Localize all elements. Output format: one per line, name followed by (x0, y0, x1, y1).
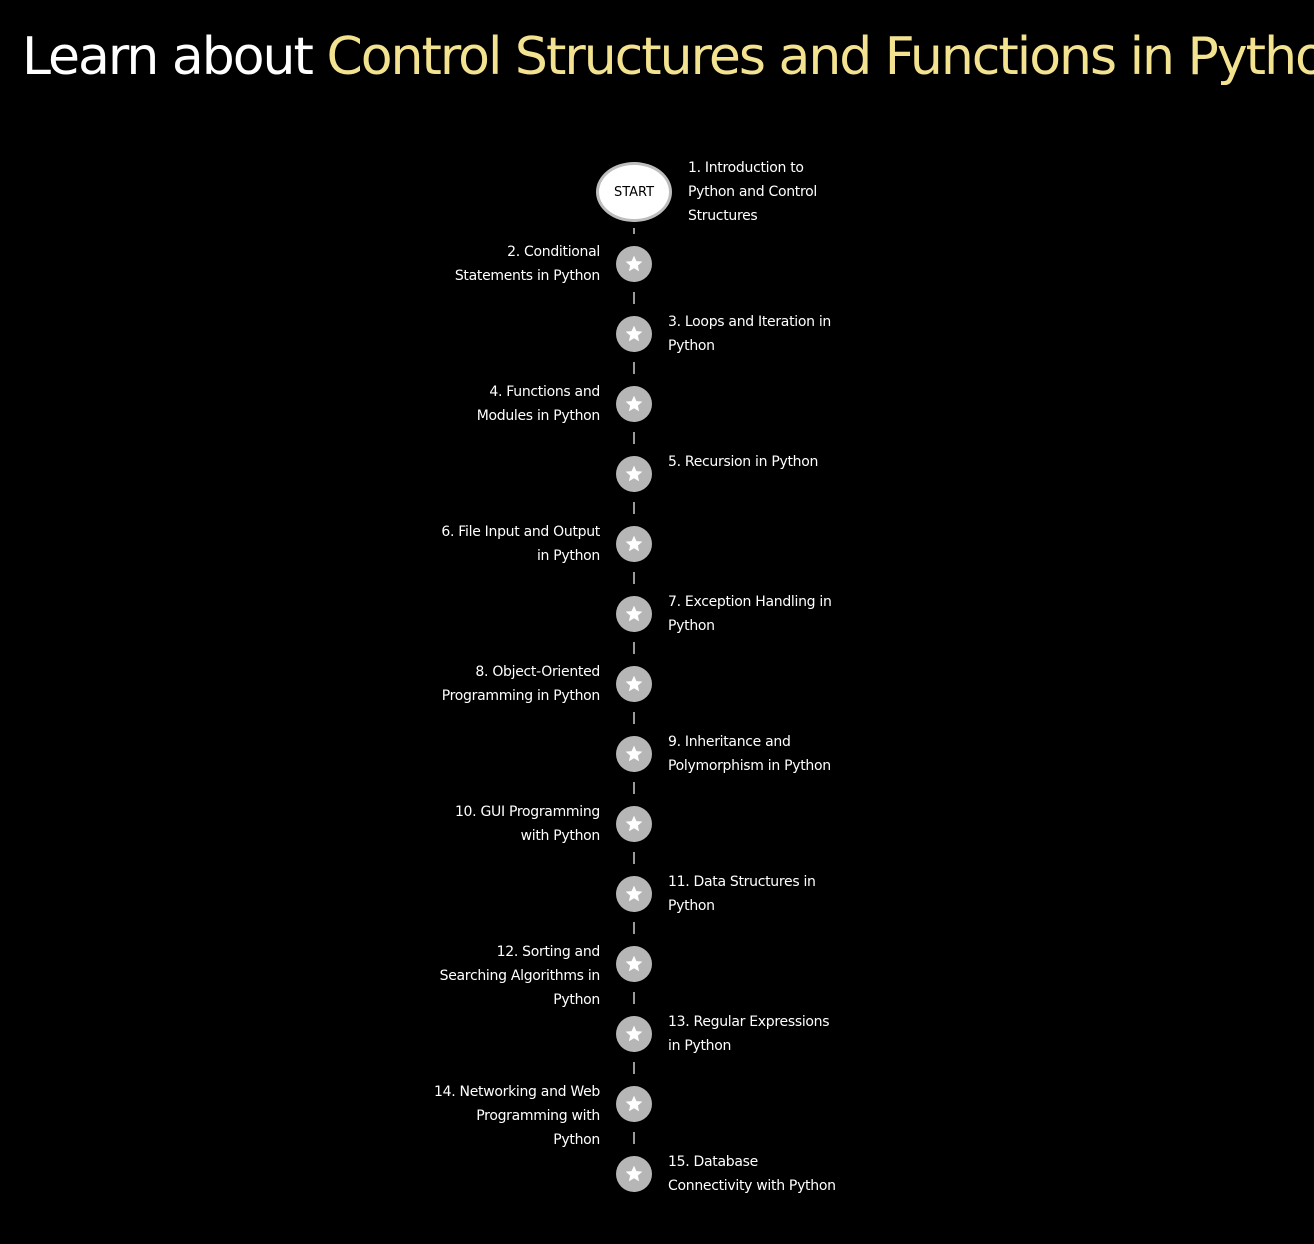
step-node-2[interactable] (616, 246, 652, 282)
step-node-12[interactable] (616, 946, 652, 982)
step-label-15[interactable]: 15. Database Connectivity with Python (668, 1154, 836, 1194)
step-label-1[interactable]: 1. Introduction to Python and Control St… (688, 160, 817, 224)
star-icon (625, 745, 643, 762)
step-node-7[interactable] (616, 596, 652, 632)
star-icon (625, 815, 643, 832)
page-title: Learn about Control Structures and Funct… (22, 22, 1314, 92)
connector (633, 642, 635, 654)
connector (633, 852, 635, 864)
step-label-14[interactable]: 14. Networking and Web Programming with … (434, 1084, 600, 1148)
step-node-10[interactable] (616, 806, 652, 842)
step-node-4[interactable] (616, 386, 652, 422)
step-label-7[interactable]: 7. Exception Handling in Python (668, 594, 832, 634)
connector (633, 292, 635, 304)
connector (633, 228, 635, 234)
step-label-6[interactable]: 6. File Input and Output in Python (441, 524, 600, 564)
connector (633, 432, 635, 444)
step-label-8[interactable]: 8. Object-Oriented Programming in Python (441, 664, 601, 704)
star-icon (625, 885, 643, 902)
connector (633, 572, 635, 584)
step-node-6[interactable] (616, 526, 652, 562)
star-icon (625, 1095, 643, 1112)
connector (633, 992, 635, 1004)
step-label-10[interactable]: 10. GUI Programming with Python (454, 804, 600, 844)
step-node-9[interactable] (616, 736, 652, 772)
step-node-13[interactable] (616, 1016, 652, 1052)
star-icon (625, 675, 643, 692)
star-icon (625, 325, 643, 342)
step-node-5[interactable] (616, 456, 652, 492)
connector (633, 1132, 635, 1144)
step-node-15[interactable] (616, 1156, 652, 1192)
star-icon (625, 1165, 643, 1182)
connector (633, 1062, 635, 1074)
star-icon (625, 535, 643, 552)
star-icon (625, 395, 643, 412)
title-prefix: Learn about (22, 27, 327, 87)
step-label-9[interactable]: 9. Inheritance and Polymorphism in Pytho… (668, 734, 831, 774)
step-label-12[interactable]: 12. Sorting and Searching Algorithms in … (439, 944, 601, 1008)
step-label-4[interactable]: 4. Functions and Modules in Python (476, 384, 601, 424)
step-label-3[interactable]: 3. Loops and Iteration in Python (668, 314, 832, 354)
star-icon (625, 955, 643, 972)
connector (633, 712, 635, 724)
connector (633, 502, 635, 514)
connector (633, 782, 635, 794)
step-node-3[interactable] (616, 316, 652, 352)
step-node-14[interactable] (616, 1086, 652, 1122)
star-icon (625, 605, 643, 622)
star-icon (625, 1025, 643, 1042)
connector (633, 362, 635, 374)
title-topic: Control Structures and Functions in Pyth… (326, 27, 1314, 87)
step-label-13[interactable]: 13. Regular Expressions in Python (668, 1014, 830, 1054)
step-node-8[interactable] (616, 666, 652, 702)
step-label-11[interactable]: 11. Data Structures in Python (668, 874, 816, 914)
step-label-5[interactable]: 5. Recursion in Python (668, 454, 819, 470)
step-node-11[interactable] (616, 876, 652, 912)
star-icon (625, 255, 643, 272)
connector (633, 922, 635, 934)
start-label: START (613, 184, 655, 200)
star-icon (625, 465, 643, 482)
start-node[interactable]: START (596, 162, 672, 222)
step-label-2[interactable]: 2. Conditional Statements in Python (454, 244, 600, 284)
